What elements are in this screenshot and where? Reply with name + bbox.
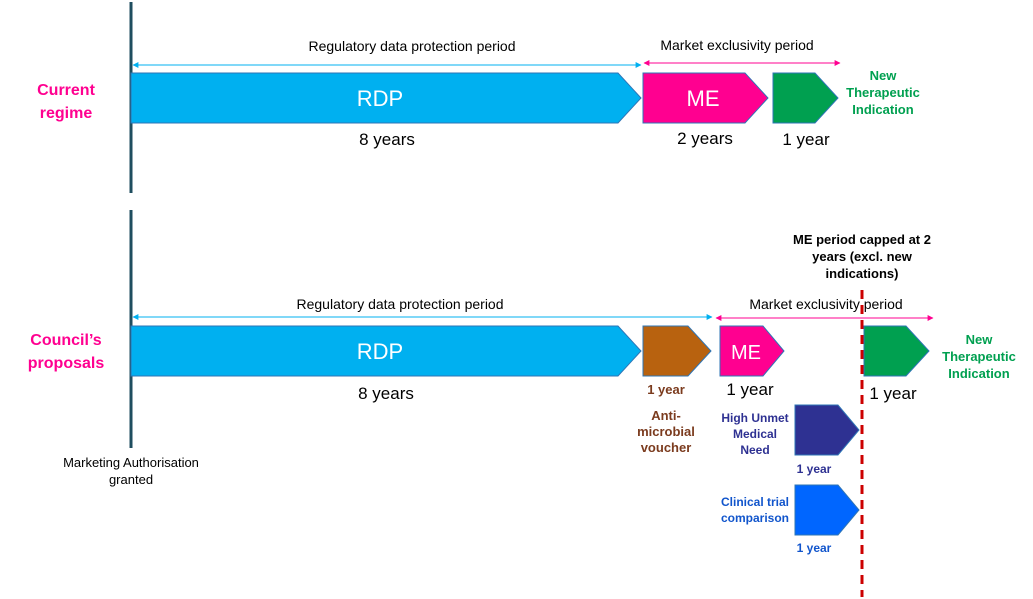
proposal-label-line2: proposals xyxy=(28,355,105,372)
current-rdp-arrow-block xyxy=(130,72,642,124)
clinical-trial-arrow-block xyxy=(794,484,860,536)
antimicrobial-label-line3: voucher xyxy=(641,440,692,455)
unmet-need-label-line1: High Unmet xyxy=(721,411,788,425)
current-regime-label-line1: Current xyxy=(37,82,95,99)
current-new-indication-duration: 1 year xyxy=(782,130,830,149)
current-regime-label-line2: regime xyxy=(40,105,93,122)
marketing-authorisation-label-line2: granted xyxy=(109,472,153,487)
antimicrobial-label-line1: Anti- xyxy=(651,408,681,423)
antimicrobial-voucher-arrow-block xyxy=(642,325,712,377)
proposal-new-indication-label-line1: New xyxy=(966,332,994,347)
current-me-label: ME xyxy=(687,86,720,111)
unmet-need-arrow-block xyxy=(794,404,860,456)
current-new-indication-label-line1: New xyxy=(870,68,898,83)
proposal-rdp-label: RDP xyxy=(357,339,403,364)
proposal-rdp-duration: 8 years xyxy=(358,384,414,403)
current-rdp-duration: 8 years xyxy=(359,130,415,149)
proposal-me-duration: 1 year xyxy=(726,380,774,399)
current-rdp-label: RDP xyxy=(357,86,403,111)
cap-note-line2: years (excl. new xyxy=(812,249,913,264)
proposal-me-label: ME xyxy=(731,342,761,364)
proposal-me-period-label: Market exclusivity period xyxy=(749,296,902,312)
current-new-indication-arrow-block xyxy=(772,72,839,124)
proposal-new-indication-duration: 1 year xyxy=(869,384,917,403)
clinical-trial-duration: 1 year xyxy=(797,541,832,555)
current-me-duration: 2 years xyxy=(677,129,733,148)
cap-note-line3: indications) xyxy=(826,266,899,281)
antimicrobial-label-line2: microbial xyxy=(637,424,695,439)
clinical-trial-label-line1: Clinical trial xyxy=(721,495,789,509)
current-me-arrow-block xyxy=(642,72,769,124)
current-new-indication-label-line2: Therapeutic xyxy=(846,85,920,100)
proposal-rdp-period-label: Regulatory data protection period xyxy=(296,296,503,312)
proposal-label-line1: Council’s xyxy=(30,332,102,349)
current-me-period-label: Market exclusivity period xyxy=(660,37,813,53)
proposal-new-indication-arrow-block xyxy=(863,325,930,377)
unmet-need-duration: 1 year xyxy=(797,462,832,476)
proposal-new-indication-label-line2: Therapeutic xyxy=(942,349,1016,364)
unmet-need-label-line3: Need xyxy=(740,443,769,457)
proposal-me-arrow-block xyxy=(719,325,785,377)
unmet-need-label-line2: Medical xyxy=(733,427,777,441)
clinical-trial-label-line2: comparison xyxy=(721,511,789,525)
current-rdp-period-label: Regulatory data protection period xyxy=(308,38,515,54)
antimicrobial-duration: 1 year xyxy=(647,382,685,397)
proposal-rdp-arrow-block xyxy=(130,325,642,377)
cap-note-line1: ME period capped at 2 xyxy=(793,232,931,247)
current-new-indication-label-line3: Indication xyxy=(852,102,913,117)
marketing-authorisation-label-line1: Marketing Authorisation xyxy=(63,455,199,470)
proposal-new-indication-label-line3: Indication xyxy=(948,366,1009,381)
